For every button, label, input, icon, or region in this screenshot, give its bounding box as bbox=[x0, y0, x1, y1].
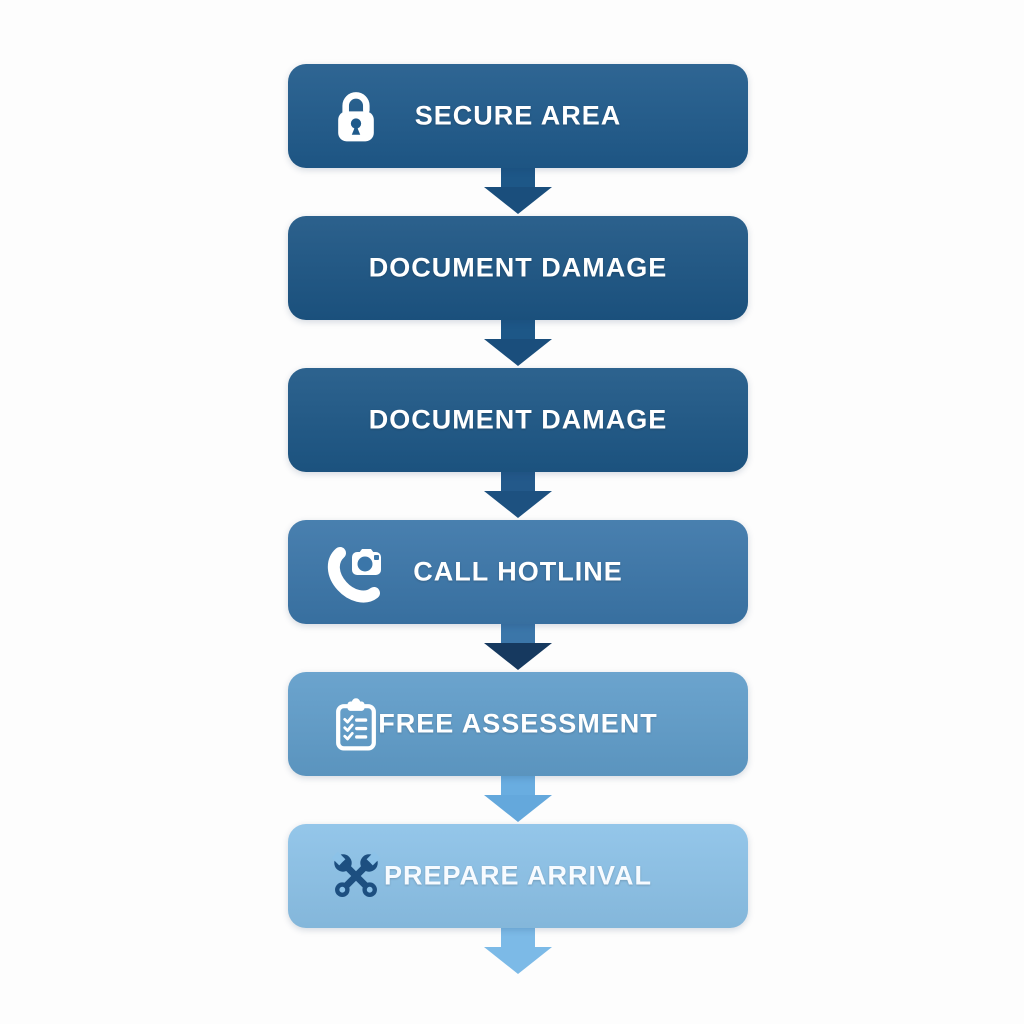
flow-step-box: PREPARE ARRIVAL bbox=[288, 824, 748, 928]
flow-step-label: SECURE AREA bbox=[414, 100, 622, 131]
flow-step-box: DOCUMENT DAMAGE bbox=[288, 368, 748, 472]
flow-step-label: FREE ASSESSMENT bbox=[378, 708, 658, 739]
process-flowchart: SECURE AREA DOCUMENT DAMAGE DOCUMENT DAM… bbox=[288, 64, 748, 976]
down-arrow-icon bbox=[484, 928, 552, 974]
flow-step: DOCUMENT DAMAGE bbox=[288, 216, 748, 368]
flow-step-label: DOCUMENT DAMAGE bbox=[368, 252, 668, 283]
down-arrow-icon bbox=[484, 320, 552, 366]
crossed-wrenches-icon bbox=[324, 844, 388, 908]
down-arrow-icon bbox=[484, 624, 552, 670]
flow-step-label: PREPARE ARRIVAL bbox=[383, 860, 653, 891]
lock-icon bbox=[324, 84, 388, 148]
phone-camera-icon bbox=[324, 540, 388, 604]
down-arrow-icon bbox=[484, 168, 552, 214]
down-arrow-icon bbox=[484, 472, 552, 518]
flow-step-box: FREE ASSESSMENT bbox=[288, 672, 748, 776]
clipboard-checklist-icon bbox=[324, 692, 388, 756]
flow-step-box: DOCUMENT DAMAGE bbox=[288, 216, 748, 320]
flow-step: DOCUMENT DAMAGE bbox=[288, 368, 748, 520]
flow-step: FREE ASSESSMENT bbox=[288, 672, 748, 824]
flow-step: PREPARE ARRIVAL bbox=[288, 824, 748, 976]
flow-step-label: CALL HOTLINE bbox=[413, 556, 623, 587]
flow-step-label: DOCUMENT DAMAGE bbox=[368, 404, 668, 435]
flow-step: SECURE AREA bbox=[288, 64, 748, 216]
down-arrow-icon bbox=[484, 776, 552, 822]
flow-step-box: CALL HOTLINE bbox=[288, 520, 748, 624]
flow-step-box: SECURE AREA bbox=[288, 64, 748, 168]
flow-step: CALL HOTLINE bbox=[288, 520, 748, 672]
